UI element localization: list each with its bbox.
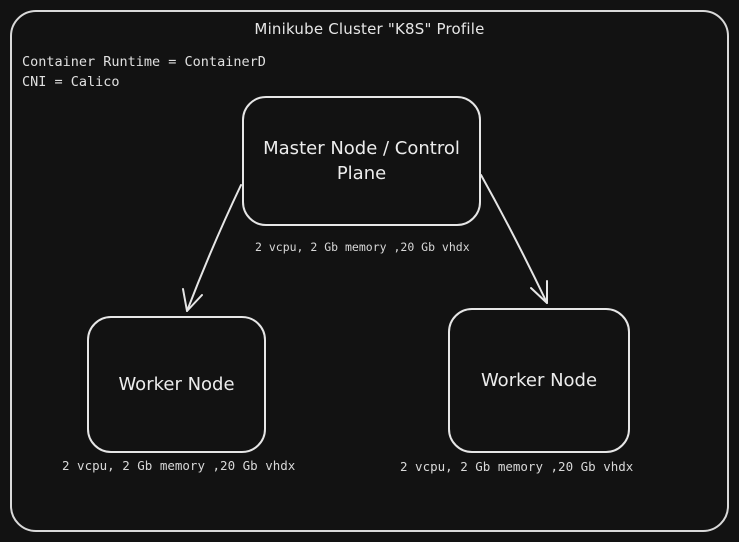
- master-node-label: Master Node / Control Plane: [263, 138, 460, 184]
- master-node-box[interactable]: Master Node / Control Plane: [242, 96, 481, 226]
- worker-node-left-label: Worker Node: [118, 374, 235, 395]
- worker-node-right-spec: 2 vcpu, 2 Gb memory ,20 Gb vhdx: [400, 459, 634, 474]
- cluster-frame: [10, 10, 729, 532]
- worker-node-left-spec: 2 vcpu, 2 Gb memory ,20 Gb vhdx: [62, 458, 296, 473]
- worker-node-right-box[interactable]: Worker Node: [448, 308, 630, 453]
- master-node-spec: 2 vcpu, 2 Gb memory ,20 Gb vhdx: [255, 240, 470, 254]
- worker-node-right-label: Worker Node: [480, 370, 598, 391]
- container-runtime-label: Container Runtime = ContainerD: [22, 54, 266, 70]
- cni-label: CNI = Calico: [22, 74, 120, 90]
- cluster-title: Minikube Cluster "K8S" Profile: [254, 20, 485, 38]
- worker-node-left-box[interactable]: Worker Node: [87, 316, 266, 453]
- cluster-config: Container Runtime = ContainerD CNI = Cal…: [22, 52, 266, 92]
